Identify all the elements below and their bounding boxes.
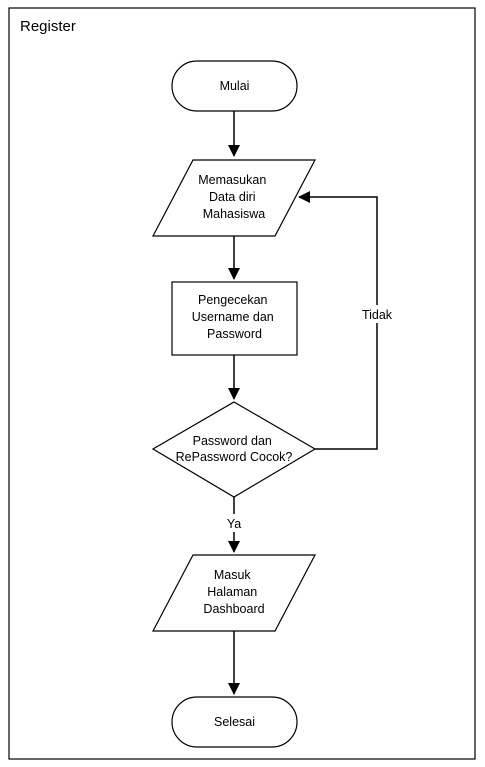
label-yes-bg [222, 514, 246, 532]
start-terminator [171, 60, 298, 112]
end-label: Selesai [214, 715, 255, 729]
edge-label-yes: Ya [227, 517, 241, 531]
diagram-title: Register [20, 18, 76, 35]
end-terminator [171, 696, 298, 748]
password-match-decision [151, 401, 317, 498]
check-process-label: Pengecekan Username dan Password [192, 293, 277, 341]
input-data-label: Memasukan Data diri Mahasiswa [198, 173, 270, 221]
decision-label: Password dan RePassword Cocok? [176, 434, 293, 464]
diagram-frame [8, 7, 476, 760]
start-label: Mulai [220, 79, 250, 93]
input-data-parallelogram [152, 159, 316, 237]
check-process-box [171, 281, 298, 356]
label-no-bg [357, 305, 397, 323]
edge-label-no: Tidak [362, 308, 393, 322]
dashboard-output-parallelogram [152, 554, 316, 632]
dashboard-output-label: Masuk Halaman Dashboard [203, 568, 264, 616]
